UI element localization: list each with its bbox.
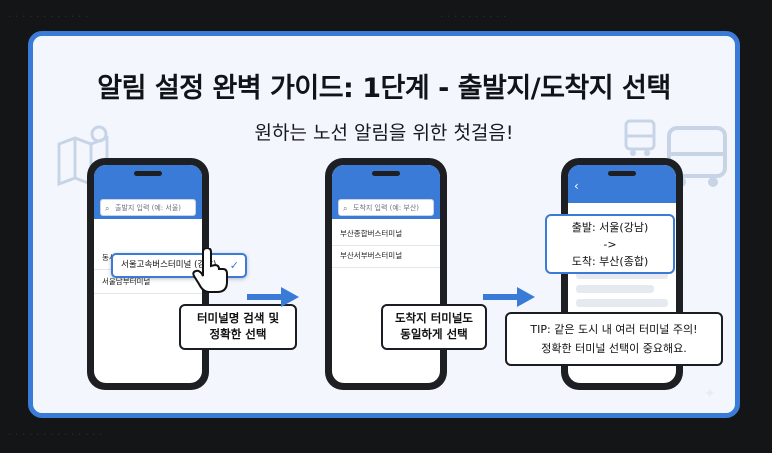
page-subtitle: 원하는 노선 알림을 위한 첫걸음!	[254, 122, 514, 144]
search-icon: ⌕	[105, 204, 110, 213]
sparkle-icon: ✦	[704, 386, 716, 402]
list-item[interactable]: 서울남부터미널	[94, 271, 202, 294]
check-icon: ✓	[229, 259, 239, 272]
background-blurred-text: · · · · · · · · · ·	[440, 10, 507, 23]
arrival-search-input[interactable]: ⌕ 도착지 입력 (예: 부산)	[338, 199, 434, 216]
list-item[interactable]: 부산종합버스터미널	[332, 223, 440, 246]
background-blurred-text: · · · · · · · · · · · · · ·	[8, 428, 103, 441]
background-blurred-text: · · · · · · · · · · · ·	[8, 10, 89, 23]
list-item[interactable]: 부산서부버스터미널	[332, 245, 440, 268]
placeholder-line	[576, 285, 654, 293]
page-title: 알림 설정 완벽 가이드: 1단계 - 출발지/도착지 선택	[97, 73, 671, 104]
placeholder-line	[576, 271, 668, 279]
departure-search-input[interactable]: ⌕ 출발지 입력 (예: 서울)	[100, 199, 196, 216]
bus-icon	[624, 119, 656, 156]
tip-callout: TIP: 같은 도시 내 여러 터미널 주의! 정확한 터미널 선택이 중요해요…	[505, 312, 723, 366]
phone-screen: ⌕ 도착지 입력 (예: 부산) 부산종합버스터미널 부산서부버스터미널	[332, 165, 440, 383]
callout-search-select: 터미널명 검색 및 정확한 선택	[179, 304, 297, 350]
back-chevron-icon[interactable]: ‹	[574, 179, 579, 193]
app-header: ‹	[568, 165, 676, 203]
callout-arrival-select: 도착지 터미널도 동일하게 선택	[381, 304, 487, 350]
phone-arrival: ⌕ 도착지 입력 (예: 부산) 부산종합버스터미널 부산서부버스터미널	[325, 158, 447, 390]
arrow-right-icon	[483, 287, 535, 307]
hand-pointer-icon	[192, 248, 228, 293]
search-icon: ⌕	[343, 204, 348, 213]
guide-card: 알림 설정 완벽 가이드: 1단계 - 출발지/도착지 선택 원하는 노선 알림…	[28, 31, 740, 418]
arrow-right-icon	[247, 287, 299, 307]
route-summary-box: 출발: 서울(강남) -> 도착: 부산(종합)	[545, 214, 675, 274]
placeholder-line	[576, 299, 668, 307]
